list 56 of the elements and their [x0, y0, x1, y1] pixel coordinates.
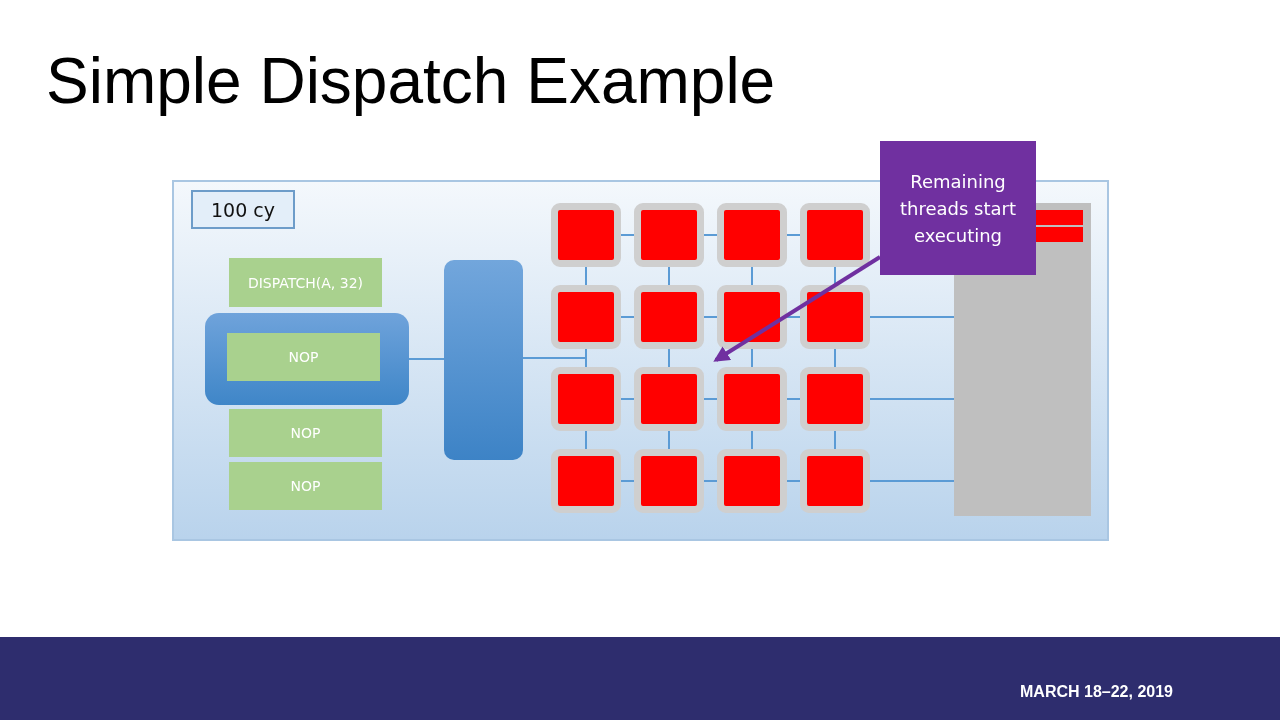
connector-line — [869, 480, 955, 482]
thread-cell — [551, 285, 621, 349]
connector-line — [834, 430, 836, 450]
connector-line — [786, 234, 801, 236]
thread-cell — [551, 203, 621, 267]
connector-line — [834, 348, 836, 368]
leader-arrow — [713, 255, 882, 362]
instruction-box: DISPATCH(A, 32) — [229, 258, 382, 307]
thread-cell — [717, 203, 787, 267]
connector-line — [703, 398, 718, 400]
connector-line — [834, 266, 836, 286]
instruction-box: NOP — [227, 333, 380, 381]
thread-cell — [800, 285, 870, 349]
connector-line — [585, 348, 587, 368]
thread-cell — [800, 203, 870, 267]
connector-line — [751, 430, 753, 450]
connector-line — [668, 430, 670, 450]
cycle-counter-box: 100 cy — [191, 190, 295, 229]
dispatcher-bar — [444, 260, 523, 460]
thread-cell — [717, 285, 787, 349]
connector-line — [786, 398, 801, 400]
connector-line — [522, 357, 586, 359]
current-instruction-highlight — [205, 313, 409, 405]
thread-cell — [634, 449, 704, 513]
connector-line — [869, 398, 955, 400]
connector-line — [620, 234, 635, 236]
thread-cell — [717, 367, 787, 431]
connector-line — [751, 348, 753, 368]
connector-line — [751, 266, 753, 286]
connector-line — [668, 266, 670, 286]
connector-line — [869, 316, 955, 318]
connector-line — [703, 234, 718, 236]
thread-cell — [551, 449, 621, 513]
connector-line — [620, 316, 635, 318]
thread-cell — [634, 367, 704, 431]
connector-line — [668, 348, 670, 368]
thread-cell — [551, 367, 621, 431]
callout-tooltip: Remaining threads start executing — [880, 141, 1036, 275]
connector-line — [408, 358, 445, 360]
thread-cell — [800, 449, 870, 513]
instruction-box: NOP — [229, 409, 382, 457]
instruction-box: NOP — [229, 462, 382, 510]
connector-line — [786, 480, 801, 482]
connector-line — [585, 430, 587, 450]
thread-cell — [634, 203, 704, 267]
thread-cell — [800, 367, 870, 431]
thread-cell — [634, 285, 704, 349]
event-date: MARCH 18–22, 2019 — [1020, 683, 1173, 701]
connector-line — [703, 480, 718, 482]
thread-cell — [717, 449, 787, 513]
slide-title: Simple Dispatch Example — [46, 44, 776, 118]
connector-line — [703, 316, 718, 318]
connector-line — [585, 266, 587, 286]
connector-line — [786, 316, 801, 318]
connector-line — [620, 398, 635, 400]
connector-line — [620, 480, 635, 482]
